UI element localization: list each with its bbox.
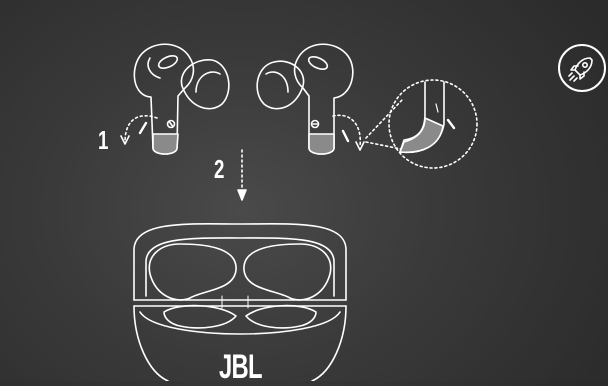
- down-arrow: [238, 150, 246, 200]
- rocket-icon: [560, 46, 604, 90]
- brand-logo: JBL: [219, 350, 262, 384]
- right-earbud: [257, 44, 353, 154]
- left-earbud: [134, 44, 229, 154]
- step-2-label: 2: [214, 156, 224, 182]
- step-1-label: 1: [98, 127, 108, 153]
- zoom-callout: [366, 80, 477, 168]
- rocket-button[interactable]: [558, 44, 606, 92]
